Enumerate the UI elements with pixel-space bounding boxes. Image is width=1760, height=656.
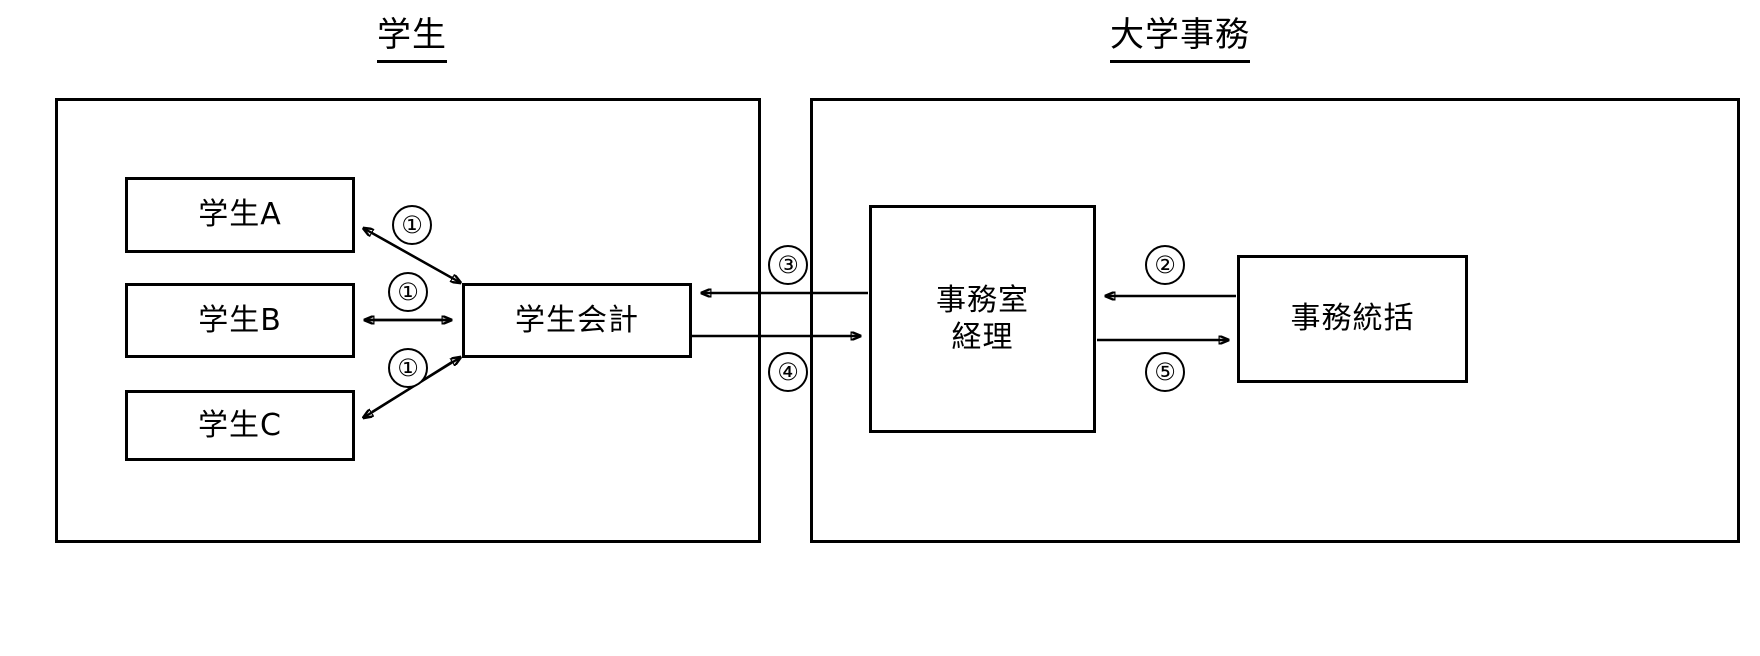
node-student-accounting-label: 学生会計 [515,302,639,338]
node-office-accounting-label: 事務室 経理 [936,282,1029,356]
step-marker-5-label: ⑤ [1154,358,1176,386]
node-student-c[interactable]: 学生C [125,390,355,461]
node-student-a-label: 学生A [198,197,282,233]
step-marker-3-label: ③ [777,251,799,279]
step-marker-1-student-b-label: ① [397,278,419,306]
node-student-b-label: 学生B [198,302,282,338]
node-admin-supervision[interactable]: 事務統括 [1237,255,1468,383]
step-marker-5: ⑤ [1145,352,1185,392]
node-student-a[interactable]: 学生A [125,177,355,253]
node-student-accounting[interactable]: 学生会計 [462,283,692,358]
step-marker-1-student-b: ① [388,272,428,312]
group-container-students [55,98,761,543]
group-title-university-admin: 大学事務 [1065,15,1295,63]
step-marker-1-student-a-label: ① [401,211,423,239]
node-office-accounting[interactable]: 事務室 経理 [869,205,1096,433]
step-marker-1-student-c: ① [388,348,428,388]
node-admin-supervision-label: 事務統括 [1290,301,1415,337]
step-marker-1-student-c-label: ① [397,354,419,382]
node-student-b[interactable]: 学生B [125,283,355,358]
step-marker-4-label: ④ [777,358,799,386]
step-marker-3: ③ [768,245,808,285]
node-student-c-label: 学生C [198,407,282,443]
step-marker-4: ④ [768,352,808,392]
group-title-university-admin-text: 大学事務 [1110,15,1250,63]
group-container-university-admin [810,98,1740,543]
group-title-students-text: 学生 [377,15,447,63]
step-marker-1-student-a: ① [392,205,432,245]
group-title-students: 学生 [297,15,527,63]
step-marker-2-label: ② [1154,251,1176,279]
step-marker-2: ② [1145,245,1185,285]
